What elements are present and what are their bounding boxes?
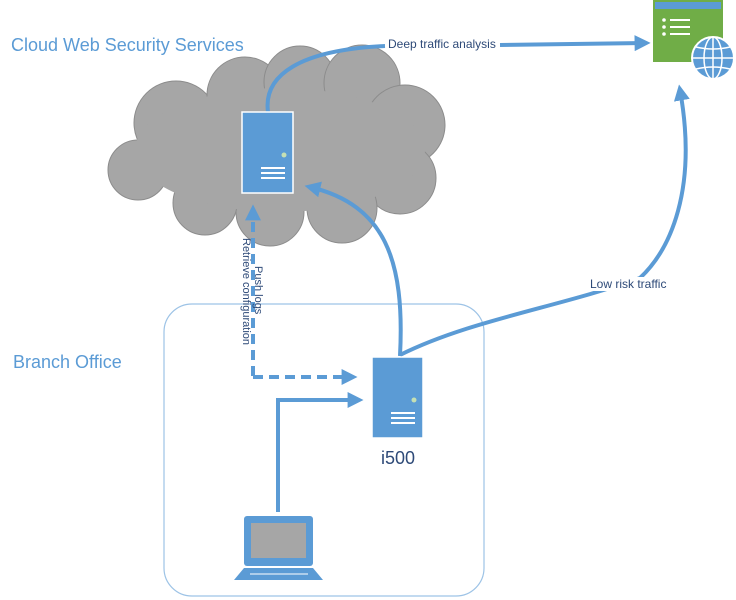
server-icon [241, 111, 294, 194]
retrieve-config-label: Retrieve configuration [240, 238, 252, 346]
connector-i500-to-cloud-server [304, 181, 403, 357]
branch-office-boundary [163, 303, 485, 597]
branch-region-title: Branch Office [13, 352, 122, 372]
cloud-region-title: Cloud Web Security Services [11, 35, 244, 55]
i500-device-label: i500 [381, 448, 416, 468]
web-page-globe-icon [653, 0, 735, 80]
connector-cloud-to-web-left [265, 44, 386, 113]
laptop-icon [234, 516, 323, 580]
connector-low-risk-upper [638, 84, 690, 280]
connector-deep-analysis-arrow [499, 35, 651, 52]
connector-laptop-to-i500 [276, 392, 364, 512]
low-risk-traffic-label: Low risk traffic [589, 277, 668, 291]
server-icon [371, 356, 424, 439]
deep-traffic-label: Deep traffic analysis [387, 37, 497, 51]
push-logs-label: Push logs [252, 266, 264, 315]
